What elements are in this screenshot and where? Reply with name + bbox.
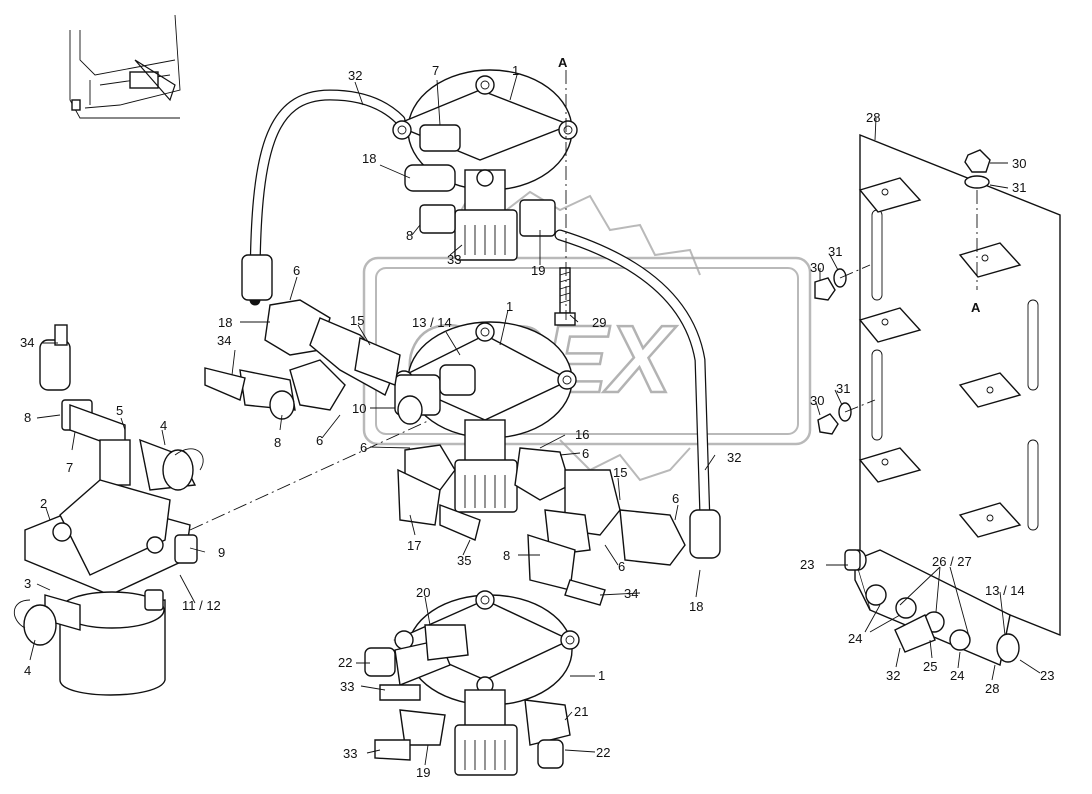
label-17: 17 [407,538,421,553]
label-18: 18 [218,315,232,330]
label-33: 33 [340,679,354,694]
valve-bottom [364,590,580,776]
label-34: 34 [624,586,638,601]
label-6: 6 [316,433,323,448]
valve-top [249,69,578,296]
label-23: 23 [1040,668,1054,683]
label-32: 32 [886,668,900,683]
label-28: 28 [985,681,999,696]
label-18: 18 [362,151,376,166]
label-22: 22 [596,745,610,760]
left-assembly [13,324,204,696]
label-a: A [558,55,568,70]
label-2: 2 [40,496,47,511]
label-1: 1 [512,63,519,78]
leader-lines [29,70,1041,766]
label-20: 20 [416,585,430,600]
inset-view [69,14,181,119]
label-15: 15 [613,465,627,480]
valve-middle [393,321,577,513]
label-6: 6 [618,559,625,574]
label-6: 6 [360,440,367,455]
label-7: 7 [66,460,73,475]
label-13-14: 13 / 14 [412,315,452,330]
label-1: 1 [598,668,605,683]
manifold-block [844,549,1020,666]
label-6: 6 [582,446,589,461]
label-6: 6 [293,263,300,278]
label-22: 22 [338,655,352,670]
label-28: 28 [866,110,880,125]
label-32: 32 [348,68,362,83]
label-8: 8 [406,228,413,243]
label-16: 16 [575,427,589,442]
label-5: 5 [116,403,123,418]
label-a: A [971,300,981,315]
label-30: 30 [1012,156,1026,171]
label-8: 8 [274,435,281,450]
label-34: 34 [20,335,34,350]
label-30: 30 [810,260,824,275]
label-7: 7 [432,63,439,78]
label-19: 19 [531,263,545,278]
label-19: 19 [416,765,430,780]
label-24: 24 [950,668,964,683]
label-31: 31 [828,244,842,259]
label-31: 31 [836,381,850,396]
label-1: 1 [506,299,513,314]
label-4: 4 [24,663,31,678]
label-29: 29 [592,315,606,330]
label-32: 32 [727,450,741,465]
label-8: 8 [503,548,510,563]
label-8: 8 [24,410,31,425]
label-34: 34 [217,333,231,348]
label-13-14: 13 / 14 [985,583,1025,598]
label-10: 10 [352,401,366,416]
label-33: 33 [447,252,461,267]
label-24: 24 [848,631,862,646]
label-31: 31 [1012,180,1026,195]
label-21: 21 [574,704,588,719]
label-33: 33 [343,746,357,761]
label-9: 9 [218,545,225,560]
label-15: 15 [350,313,364,328]
label-35: 35 [457,553,471,568]
label-23: 23 [800,557,814,572]
label-6: 6 [672,491,679,506]
label-25: 25 [923,659,937,674]
bracket-plate [858,133,1061,637]
label-26-27: 26 / 27 [932,554,972,569]
part-labels: 32 7 1 A 18 8 33 19 6 18 15 13 / 14 1 29… [20,55,1054,780]
label-11-12: 11 / 12 [182,598,221,613]
label-4: 4 [160,418,167,433]
label-30: 30 [810,393,824,408]
label-3: 3 [24,576,31,591]
label-18: 18 [689,599,703,614]
